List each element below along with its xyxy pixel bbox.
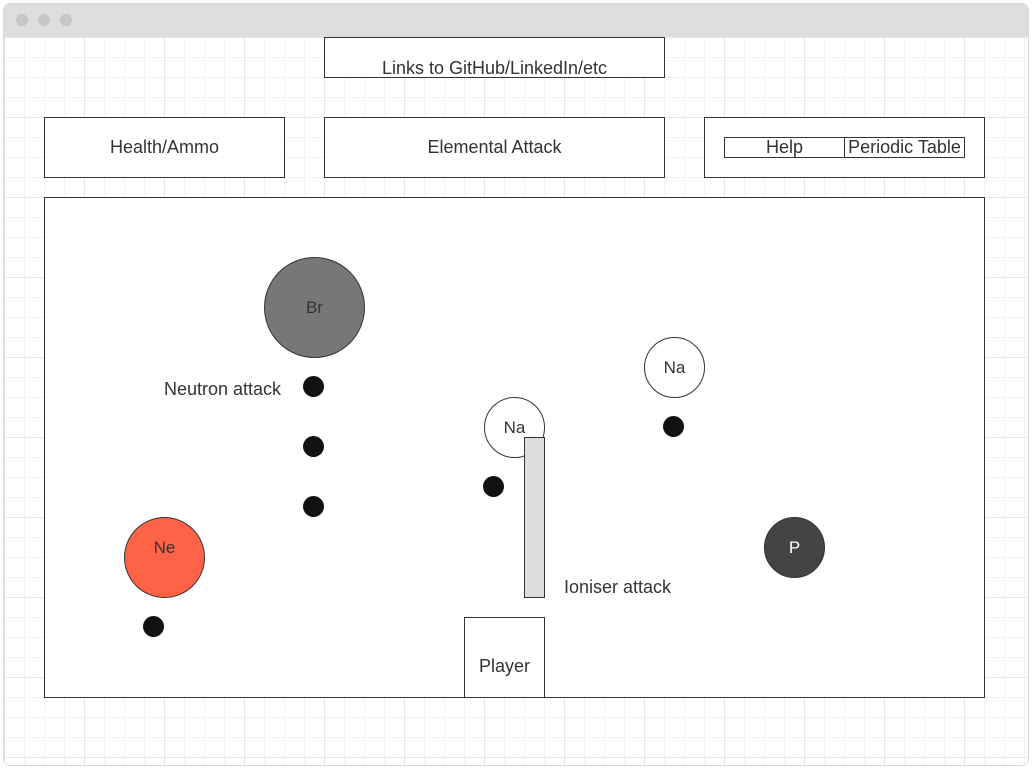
health-ammo-label: Health/Ammo xyxy=(109,137,220,157)
social-links-box[interactable]: Links to GitHub/LinkedIn/etc xyxy=(324,37,665,78)
neutron-bullet xyxy=(303,376,324,397)
periodic-table-button[interactable]: Periodic Table xyxy=(844,137,965,158)
close-window-icon[interactable] xyxy=(16,14,28,26)
minimize-window-icon[interactable] xyxy=(38,14,50,26)
ioniser-beam xyxy=(524,437,545,598)
neutron-attack-label: Neutron attack xyxy=(164,379,282,399)
elemental-attack-panel[interactable]: Elemental Attack xyxy=(324,117,665,178)
enemy-na-right-label: Na xyxy=(663,357,686,377)
enemy-bullet xyxy=(663,416,684,437)
maximize-window-icon[interactable] xyxy=(60,14,72,26)
help-label: Help xyxy=(765,137,804,157)
help-button[interactable]: Help xyxy=(724,137,845,158)
enemy-na-center-label: Na xyxy=(503,417,526,437)
enemy-na-right: Na xyxy=(644,337,705,398)
enemy-bullet xyxy=(143,616,164,637)
social-links-label: Links to GitHub/LinkedIn/etc xyxy=(381,58,608,78)
player-box[interactable]: Player xyxy=(464,617,545,698)
neutron-bullet xyxy=(303,436,324,457)
enemy-p: P xyxy=(764,517,825,578)
enemy-ne-label: Ne xyxy=(153,538,176,557)
neutron-bullet xyxy=(303,496,324,517)
app-window: Links to GitHub/LinkedIn/etc Health/Ammo… xyxy=(4,4,1028,765)
wireframe-canvas: Links to GitHub/LinkedIn/etc Health/Ammo… xyxy=(4,37,1028,765)
enemy-p-label: P xyxy=(788,537,801,557)
ioniser-attack-label: Ioniser attack xyxy=(564,577,672,597)
elemental-attack-label: Elemental Attack xyxy=(427,137,562,157)
health-ammo-panel: Health/Ammo xyxy=(44,117,285,178)
periodic-table-label: Periodic Table xyxy=(848,137,961,157)
enemy-ne: Ne xyxy=(124,517,205,598)
player-label: Player xyxy=(478,656,531,676)
title-bar xyxy=(4,4,1028,37)
enemy-br-label: Br xyxy=(306,297,323,317)
enemy-bullet xyxy=(483,476,504,497)
enemy-br: Br xyxy=(264,257,365,358)
